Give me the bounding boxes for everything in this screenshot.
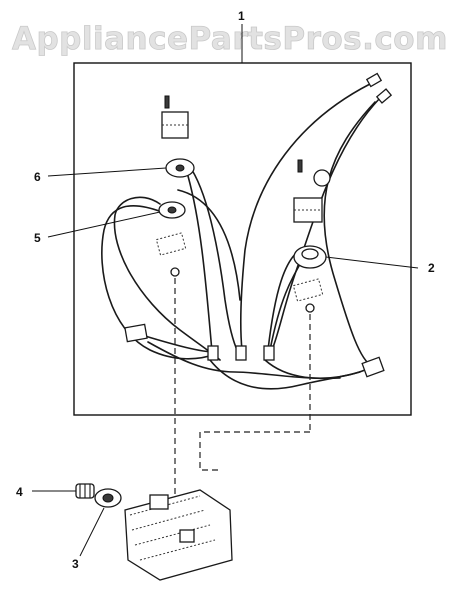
wire-harness xyxy=(101,83,381,390)
spade-terminals-top-right xyxy=(365,72,393,104)
callout-1[interactable]: 1 xyxy=(238,9,245,63)
guide-line-right-lower xyxy=(199,431,310,471)
wire-c xyxy=(323,101,376,367)
assembly-frame xyxy=(73,62,412,416)
wire-n xyxy=(264,359,361,380)
terminal-bottom-2 xyxy=(235,345,247,361)
callout-3-leader xyxy=(79,507,105,557)
callout-4-number: 4 xyxy=(16,485,23,499)
coil-2 xyxy=(293,245,327,269)
wire-clip-right xyxy=(292,278,324,302)
wire-h xyxy=(177,189,241,301)
connector-right xyxy=(361,356,385,378)
ring-terminal-6-hole xyxy=(175,164,185,172)
callout-6-number: 6 xyxy=(34,170,41,184)
valve-body-outline xyxy=(124,489,233,581)
callout-2[interactable]: 2 xyxy=(325,256,435,275)
callout-5-leader xyxy=(47,211,161,238)
callout-6-leader xyxy=(47,167,167,177)
spade-terminal-1 xyxy=(365,72,383,88)
grommet-right xyxy=(305,303,315,313)
valve-port-1 xyxy=(149,494,169,510)
bottom-terminals xyxy=(207,345,275,361)
part-3-nut xyxy=(94,488,122,508)
valve-body xyxy=(124,489,233,581)
mounting-guide-lines xyxy=(174,278,311,500)
valve-port-2 xyxy=(179,529,195,543)
wire-clips xyxy=(155,232,324,313)
watermark-text: AppliancePartsPros.com xyxy=(12,21,448,57)
callout-5-number: 5 xyxy=(34,231,41,245)
part-4-fitting xyxy=(75,483,95,499)
callout-6[interactable]: 6 xyxy=(34,167,167,184)
connector-left xyxy=(124,323,148,343)
wire-k xyxy=(144,335,216,353)
wire-m xyxy=(209,359,366,390)
connector-plugs xyxy=(124,323,385,378)
mounting-bracket-upper xyxy=(161,95,189,139)
wire-clip-left xyxy=(155,232,187,256)
bracket-right-clip xyxy=(313,169,331,187)
bracket-screw xyxy=(164,95,170,109)
spade-terminal-2 xyxy=(375,88,393,104)
mounting-bracket-right xyxy=(293,159,331,223)
callout-3[interactable]: 3 xyxy=(72,507,105,571)
wire-d xyxy=(191,169,239,353)
callout-2-number: 2 xyxy=(428,261,435,275)
ring-terminal-5-hole xyxy=(167,206,177,214)
terminal-bottom-1 xyxy=(207,345,219,361)
wire-a xyxy=(239,83,371,351)
wire-b xyxy=(271,97,381,351)
coil-2-core xyxy=(301,248,319,260)
terminal-bottom-3 xyxy=(263,345,275,361)
wire-f xyxy=(101,204,216,360)
callout-1-number: 1 xyxy=(238,9,245,23)
callout-3-number: 3 xyxy=(72,557,79,571)
wire-e xyxy=(187,175,213,353)
callout-4[interactable]: 4 xyxy=(16,485,76,499)
grommet-left xyxy=(170,267,180,277)
ring-terminal-6 xyxy=(165,158,195,178)
callout-2-leader xyxy=(325,256,419,269)
callout-5[interactable]: 5 xyxy=(34,211,161,245)
bracket-right-screw xyxy=(297,159,303,173)
ring-terminal-5 xyxy=(158,201,186,219)
nut-hole xyxy=(102,493,114,503)
wire-g xyxy=(113,196,221,361)
